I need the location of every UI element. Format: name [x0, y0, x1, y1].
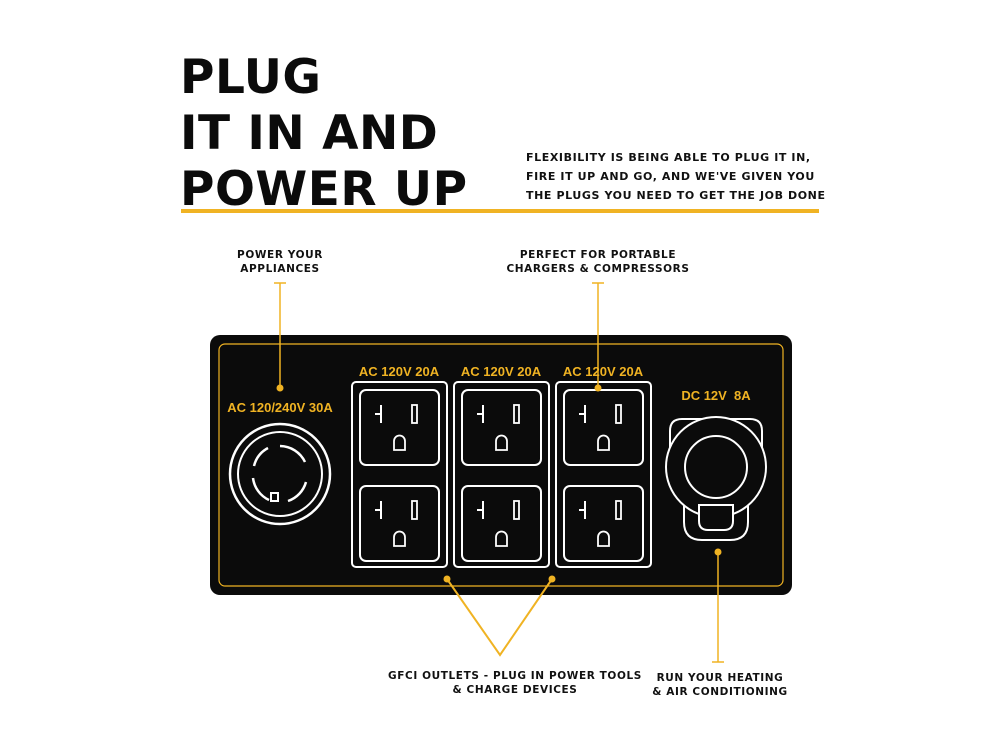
dc-12v-socket	[665, 416, 767, 541]
callout-appliances: POWER YOUR APPLIANCES	[200, 248, 360, 276]
headline: PLUG IT IN AND POWER UP	[180, 50, 468, 218]
callout-line: & CHARGE DEVICES	[452, 684, 578, 696]
tagline-line: THE PLUGS YOU NEED TO GET THE JOB DONE	[526, 189, 826, 202]
outlet-face	[563, 485, 644, 562]
callout-line: APPLIANCES	[240, 263, 320, 275]
dc-label: DC 12V 8A	[681, 388, 751, 403]
callout-line: & AIR CONDITIONING	[652, 686, 788, 698]
outlet-face	[461, 389, 542, 466]
outlet-face	[359, 389, 440, 466]
tagline-line: FIRE IT UP AND GO, AND WE'VE GIVEN YOU	[526, 170, 815, 183]
callout-line: PERFECT FOR PORTABLE	[519, 249, 677, 261]
headline-line: IT IN AND	[180, 106, 439, 161]
callout-gfci: GFCI OUTLETS - PLUG IN POWER TOOLS & CHA…	[350, 669, 680, 697]
headline-line: POWER UP	[180, 162, 468, 217]
callout-line: GFCI OUTLETS - PLUG IN POWER TOOLS	[388, 670, 642, 682]
tagline-line: FLEXIBILITY IS BEING ABLE TO PLUG IT IN,	[526, 151, 811, 164]
leader-portable	[592, 282, 604, 392]
headline-line: PLUG	[180, 50, 322, 105]
leader-appliances	[274, 282, 286, 392]
panel-inner-border	[218, 343, 784, 587]
leader-gfci	[443, 575, 556, 657]
accent-divider	[181, 209, 819, 213]
leader-hvac	[712, 548, 724, 663]
callout-hvac: RUN YOUR HEATING & AIR CONDITIONING	[630, 671, 810, 699]
outlet-face	[461, 485, 542, 562]
callout-portable: PERFECT FOR PORTABLE CHARGERS & COMPRESS…	[478, 248, 718, 276]
outlet-face	[359, 485, 440, 562]
duplex-label-2: AC 120V 20A	[461, 364, 542, 379]
duplex-label-3: AC 120V 20A	[563, 364, 644, 379]
tagline: FLEXIBILITY IS BEING ABLE TO PLUG IT IN,…	[526, 148, 836, 205]
callout-line: RUN YOUR HEATING	[656, 672, 784, 684]
callout-line: CHARGERS & COMPRESSORS	[506, 263, 690, 275]
twistlock-label: AC 120/240V 30A	[227, 400, 333, 415]
callout-line: POWER YOUR	[237, 249, 323, 261]
duplex-label-1: AC 120V 20A	[359, 364, 440, 379]
outlet-face	[563, 389, 644, 466]
twistlock-receptacle	[228, 422, 332, 526]
